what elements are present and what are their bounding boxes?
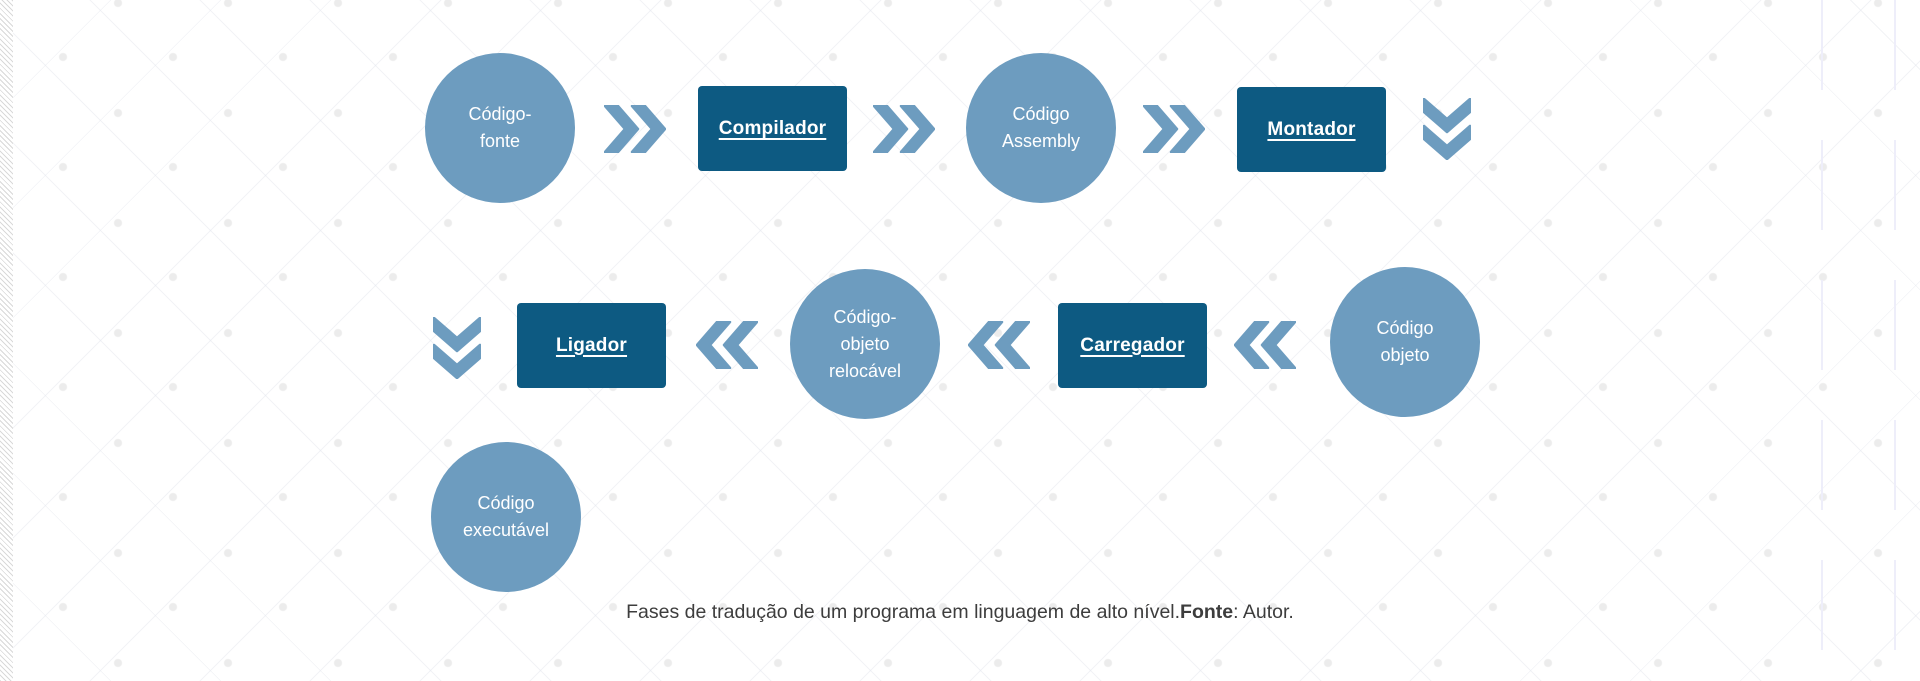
node-ligador[interactable]: Ligador bbox=[517, 303, 666, 388]
node-label-line: fonte bbox=[479, 131, 521, 151]
caption-source-label: Fonte bbox=[1180, 601, 1234, 623]
caption-source-suffix: : Autor. bbox=[1233, 601, 1294, 623]
node-label-line: Código- bbox=[833, 306, 897, 327]
right-faint-line bbox=[1894, 0, 1896, 681]
double-chevron-right-icon bbox=[1143, 105, 1205, 153]
double-chevron-right-icon bbox=[604, 105, 666, 153]
double-chevron-left-icon bbox=[696, 321, 758, 369]
node-montador[interactable]: Montador bbox=[1237, 87, 1386, 172]
node-label-line: Assembly bbox=[1001, 131, 1081, 151]
node-label-line: Código bbox=[1376, 318, 1434, 338]
node-label-line: objeto bbox=[1380, 345, 1430, 365]
double-chevron-left-icon bbox=[968, 321, 1030, 369]
node-label-line: Código bbox=[1012, 104, 1070, 124]
right-faint-line bbox=[1821, 0, 1823, 681]
node-codigo-fonte: Código- fonte bbox=[425, 53, 575, 203]
double-chevron-left-icon bbox=[1234, 321, 1296, 369]
double-chevron-down-icon bbox=[1416, 98, 1478, 160]
node-label-line: objeto bbox=[840, 333, 890, 354]
node-label-line: Código bbox=[477, 493, 535, 513]
node-codigo-objeto-relocavel: Código- objeto relocável bbox=[790, 269, 940, 419]
node-carregador[interactable]: Carregador bbox=[1058, 303, 1207, 388]
node-label-line: executável bbox=[462, 520, 550, 540]
carregador-link[interactable]: Carregador bbox=[1080, 334, 1185, 356]
node-codigo-objeto: Código objeto bbox=[1330, 267, 1480, 417]
node-label-line: relocável bbox=[828, 360, 902, 381]
node-codigo-assembly: Código Assembly bbox=[966, 53, 1116, 203]
figure-caption: Fases de tradução de um programa em ling… bbox=[0, 599, 1920, 625]
node-label-line: Código- bbox=[468, 104, 532, 124]
montador-link[interactable]: Montador bbox=[1267, 118, 1356, 140]
compilador-link[interactable]: Compilador bbox=[718, 117, 827, 139]
caption-text: Fases de tradução de um programa em ling… bbox=[626, 601, 1181, 623]
node-compilador[interactable]: Compilador bbox=[698, 86, 847, 171]
left-edge-stripe-pattern bbox=[0, 0, 13, 681]
ligador-link[interactable]: Ligador bbox=[555, 334, 628, 356]
double-chevron-down-icon bbox=[426, 317, 488, 379]
node-codigo-executavel: Código executável bbox=[431, 442, 581, 592]
double-chevron-right-icon bbox=[873, 105, 935, 153]
